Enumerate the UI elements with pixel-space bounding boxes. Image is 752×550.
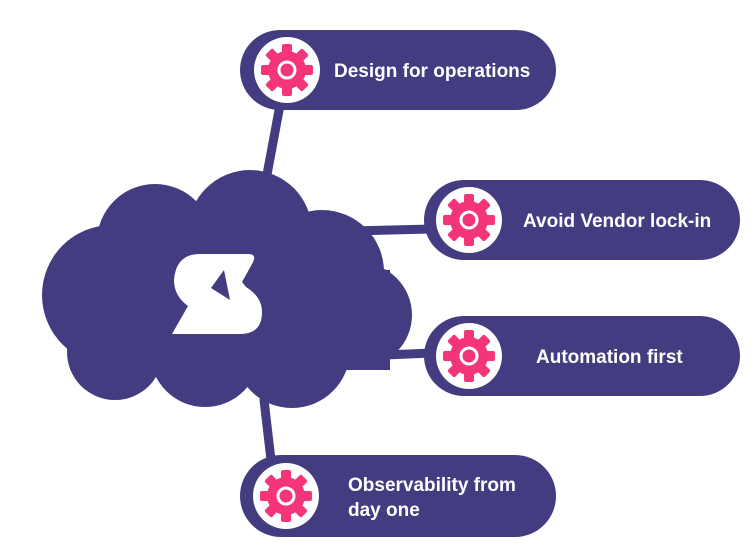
pill-background <box>240 30 556 110</box>
gear-icon <box>258 468 314 524</box>
item-avoid-vendor-lock-in: Avoid Vendor lock-in <box>424 180 740 260</box>
item-label-line-1: Observability from <box>348 475 516 496</box>
item-observability-from-day-one: Observability from day one <box>240 455 556 537</box>
s-logo-icon <box>172 254 262 334</box>
item-design-for-operations: Design for operations <box>240 30 556 110</box>
item-label: Observability from day one <box>348 475 521 521</box>
gear-icon <box>441 328 497 384</box>
connector-observability <box>259 395 276 465</box>
item-label-line-2: day one <box>348 500 420 521</box>
pill-background <box>240 455 556 537</box>
item-label: Design for operations <box>334 61 530 82</box>
gear-icon <box>441 192 497 248</box>
connector-design <box>261 100 285 185</box>
pill-background <box>424 316 740 396</box>
gear-icon <box>259 42 315 98</box>
cloud-shape <box>42 170 412 408</box>
item-automation-first: Automation first <box>424 316 740 396</box>
pill-background <box>424 180 740 260</box>
item-label: Avoid Vendor lock-in <box>523 211 711 232</box>
item-label: Automation first <box>536 347 683 368</box>
